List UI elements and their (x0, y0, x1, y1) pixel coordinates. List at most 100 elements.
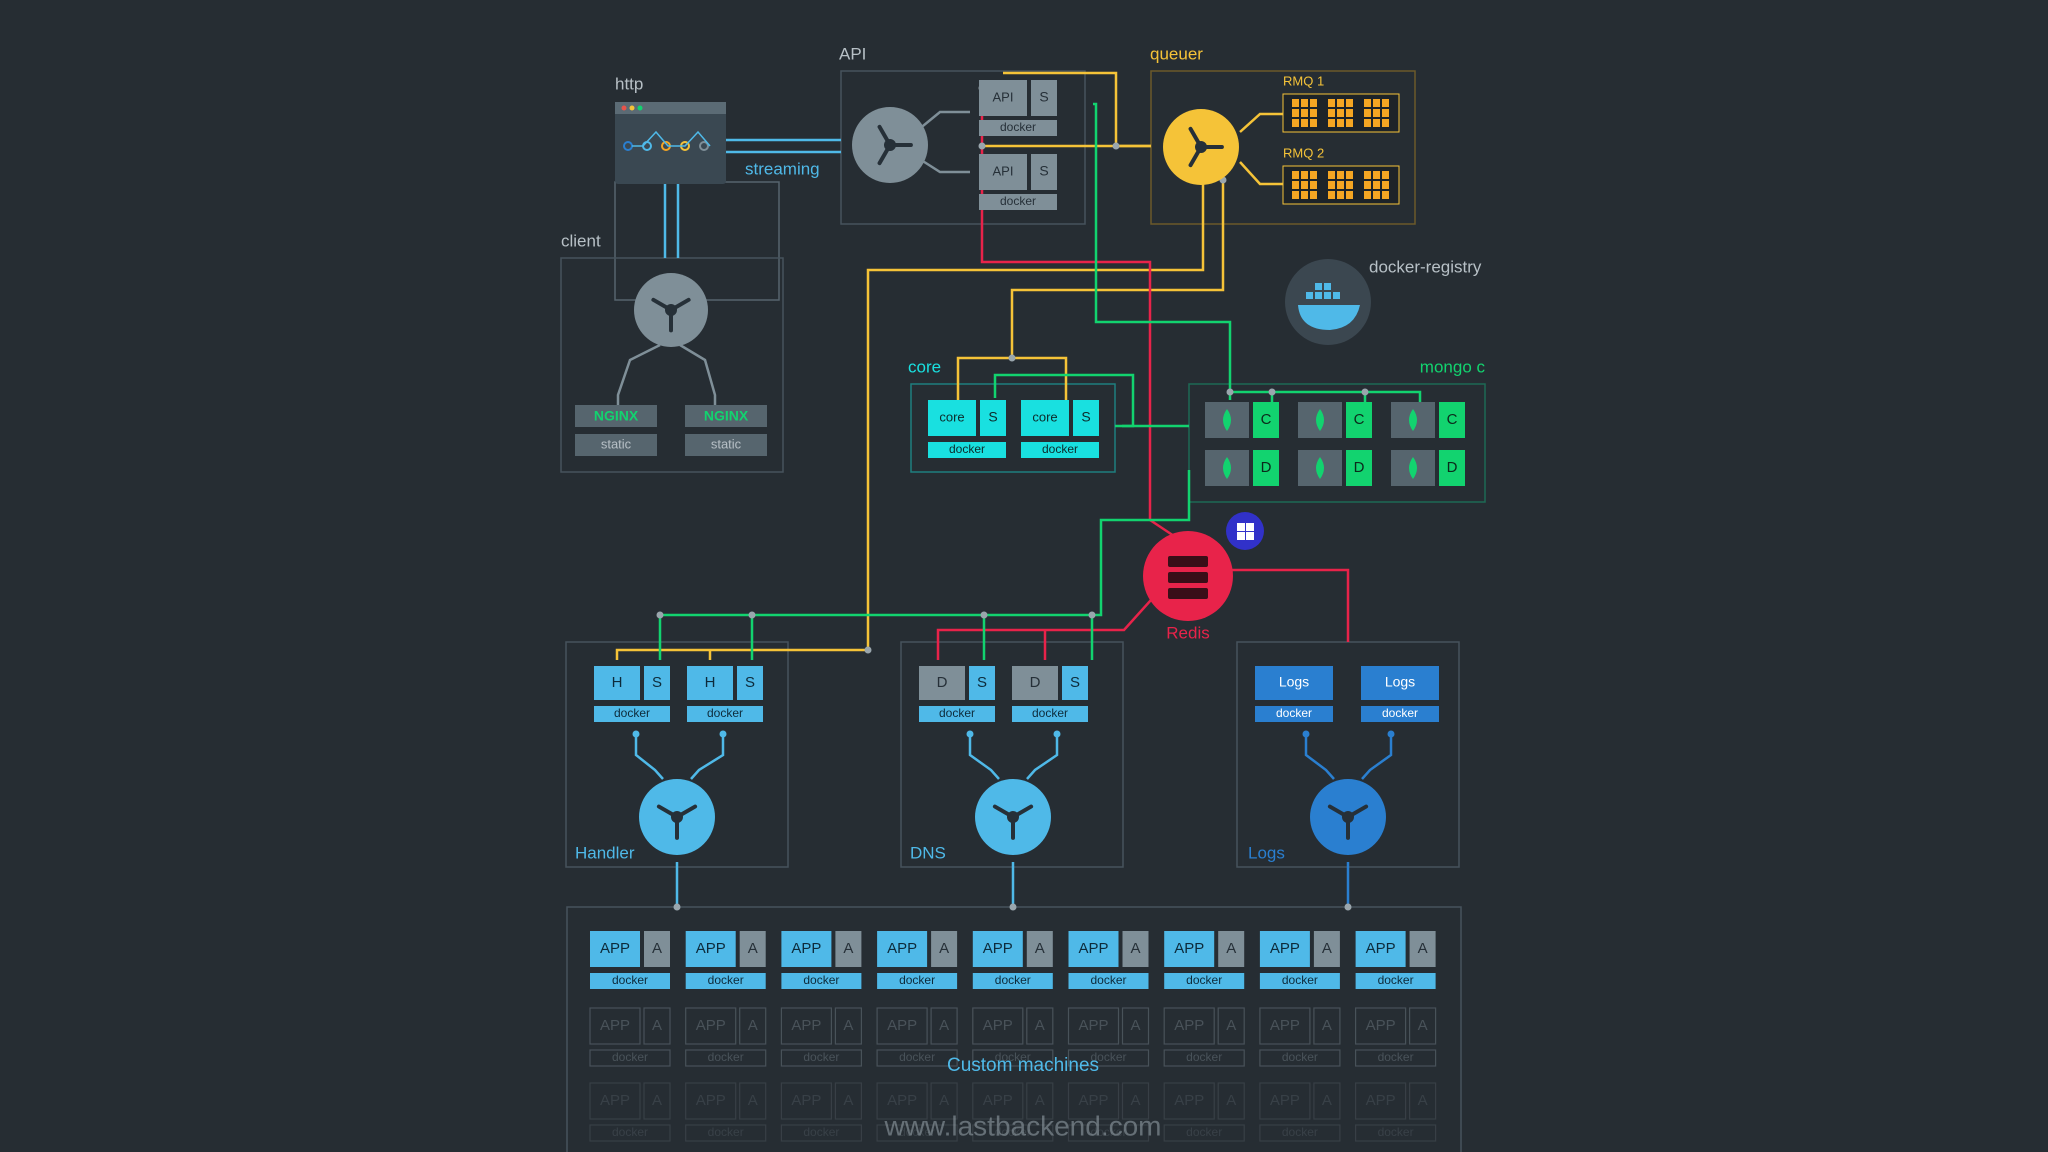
s-label: S (1081, 409, 1090, 425)
core-instance-2-s (1073, 400, 1099, 436)
d-label: D (1261, 459, 1272, 476)
queue-cell (1364, 119, 1371, 127)
app-label: APP (1174, 1017, 1204, 1034)
junction-dot (980, 611, 988, 619)
docker-box (1259, 1124, 1341, 1142)
queue-cell (1328, 109, 1335, 117)
dns-docker-1 (919, 706, 995, 722)
docker-box (1259, 973, 1340, 989)
a-label: A (939, 1017, 949, 1034)
custom-machines-label: Custom machines (947, 1055, 1099, 1076)
mongo-label: mongo c (1420, 357, 1486, 376)
container-cube (1333, 292, 1340, 299)
core-panel (910, 383, 1116, 473)
a-label: A (843, 1017, 853, 1034)
api-panel (840, 70, 1086, 225)
a-box (643, 1007, 671, 1045)
container-cube (1324, 283, 1331, 290)
docker-label: docker (1378, 973, 1414, 987)
queuer-panel (1150, 70, 1416, 225)
docker-label: docker (1000, 194, 1036, 208)
docker-registry-circle (1285, 259, 1371, 345)
junction-dot (1387, 730, 1395, 738)
s-label: S (745, 674, 755, 691)
queue-cell (1310, 171, 1317, 179)
queue-cell (1373, 191, 1380, 199)
docker-label: docker (803, 1125, 839, 1139)
mongo-c-box (1439, 402, 1465, 438)
dns-balancer-icon (975, 779, 1051, 855)
a-box (1026, 1082, 1054, 1120)
app-box (1259, 1007, 1311, 1045)
a-box (834, 1007, 863, 1045)
a-label: A (843, 1092, 853, 1109)
core-instance-1-core (928, 400, 976, 436)
app-box (780, 1082, 833, 1120)
app-label: APP (600, 940, 630, 957)
queue-cell (1337, 109, 1344, 117)
app-box (1067, 1082, 1120, 1120)
queuer-core-line (956, 180, 1225, 400)
flow-path (632, 130, 711, 147)
docker-label: docker (899, 1125, 935, 1139)
browser-window-icon (623, 130, 711, 151)
dns-box-1 (919, 666, 965, 700)
queuer-label: queuer (1150, 44, 1203, 63)
dns-box-label: D (1030, 674, 1041, 691)
docker-box (589, 1049, 671, 1067)
docker-label: docker (1090, 973, 1126, 987)
mongo-d-box (1346, 450, 1372, 486)
queue-cell (1373, 99, 1380, 107)
junction-dot (1009, 903, 1017, 911)
a-label: A (1418, 1017, 1428, 1034)
logs-docker-1 (1255, 706, 1333, 722)
queue-cell (1364, 109, 1371, 117)
rmq2-label: RMQ 2 (1283, 145, 1324, 160)
redis-layer (1168, 572, 1208, 583)
hub (671, 811, 683, 823)
windows-logo-icon (1237, 523, 1254, 540)
queuer-core-line (1012, 356, 1068, 400)
app-box (972, 1082, 1024, 1120)
a-box (1409, 931, 1436, 967)
docker-label: docker (1282, 973, 1318, 987)
queuer-balancer-icon (1163, 109, 1239, 185)
static-label: static (601, 436, 632, 451)
core-s-line (993, 373, 1135, 428)
fork-line (1026, 734, 1059, 780)
queue-cell (1346, 99, 1353, 107)
redis-label: Redis (1166, 623, 1209, 642)
a-box (739, 1082, 767, 1120)
docker-box (1163, 1049, 1245, 1067)
queue-cell (1373, 171, 1380, 179)
streaming-label: streaming (745, 159, 820, 178)
docker-label: docker (1186, 1050, 1222, 1064)
a-label: A (1322, 1017, 1332, 1034)
api-instance-1-docker (979, 120, 1057, 136)
docker-registry-label: docker-registry (1369, 257, 1482, 276)
docker-label: docker (614, 706, 650, 720)
docker-label: docker (899, 1050, 935, 1064)
d-label: D (1354, 459, 1365, 476)
junction-dot (1226, 388, 1234, 396)
queue-cell (1346, 119, 1353, 127)
junction-dot (719, 730, 727, 738)
docker-label: docker (1042, 442, 1078, 456)
queue-cell (1382, 119, 1389, 127)
api-instance-1-api (979, 80, 1027, 116)
mongo-c-box (1346, 402, 1372, 438)
handler-box-label: H (612, 674, 623, 691)
logs-box-1 (1255, 666, 1333, 700)
docker-box (590, 973, 670, 989)
handler-s-1 (644, 666, 670, 700)
redis-layer (1168, 556, 1208, 567)
docker-label: docker (1032, 706, 1068, 720)
container-cube (1324, 292, 1331, 299)
dns-label: DNS (910, 843, 946, 862)
hub (1342, 811, 1354, 823)
mongodb-leaf-icon (1223, 409, 1231, 431)
mongodb-leaf-icon (1409, 409, 1417, 431)
app-label: APP (1366, 1092, 1396, 1109)
rmq-link (1239, 161, 1283, 186)
queue-cell (1346, 171, 1353, 179)
